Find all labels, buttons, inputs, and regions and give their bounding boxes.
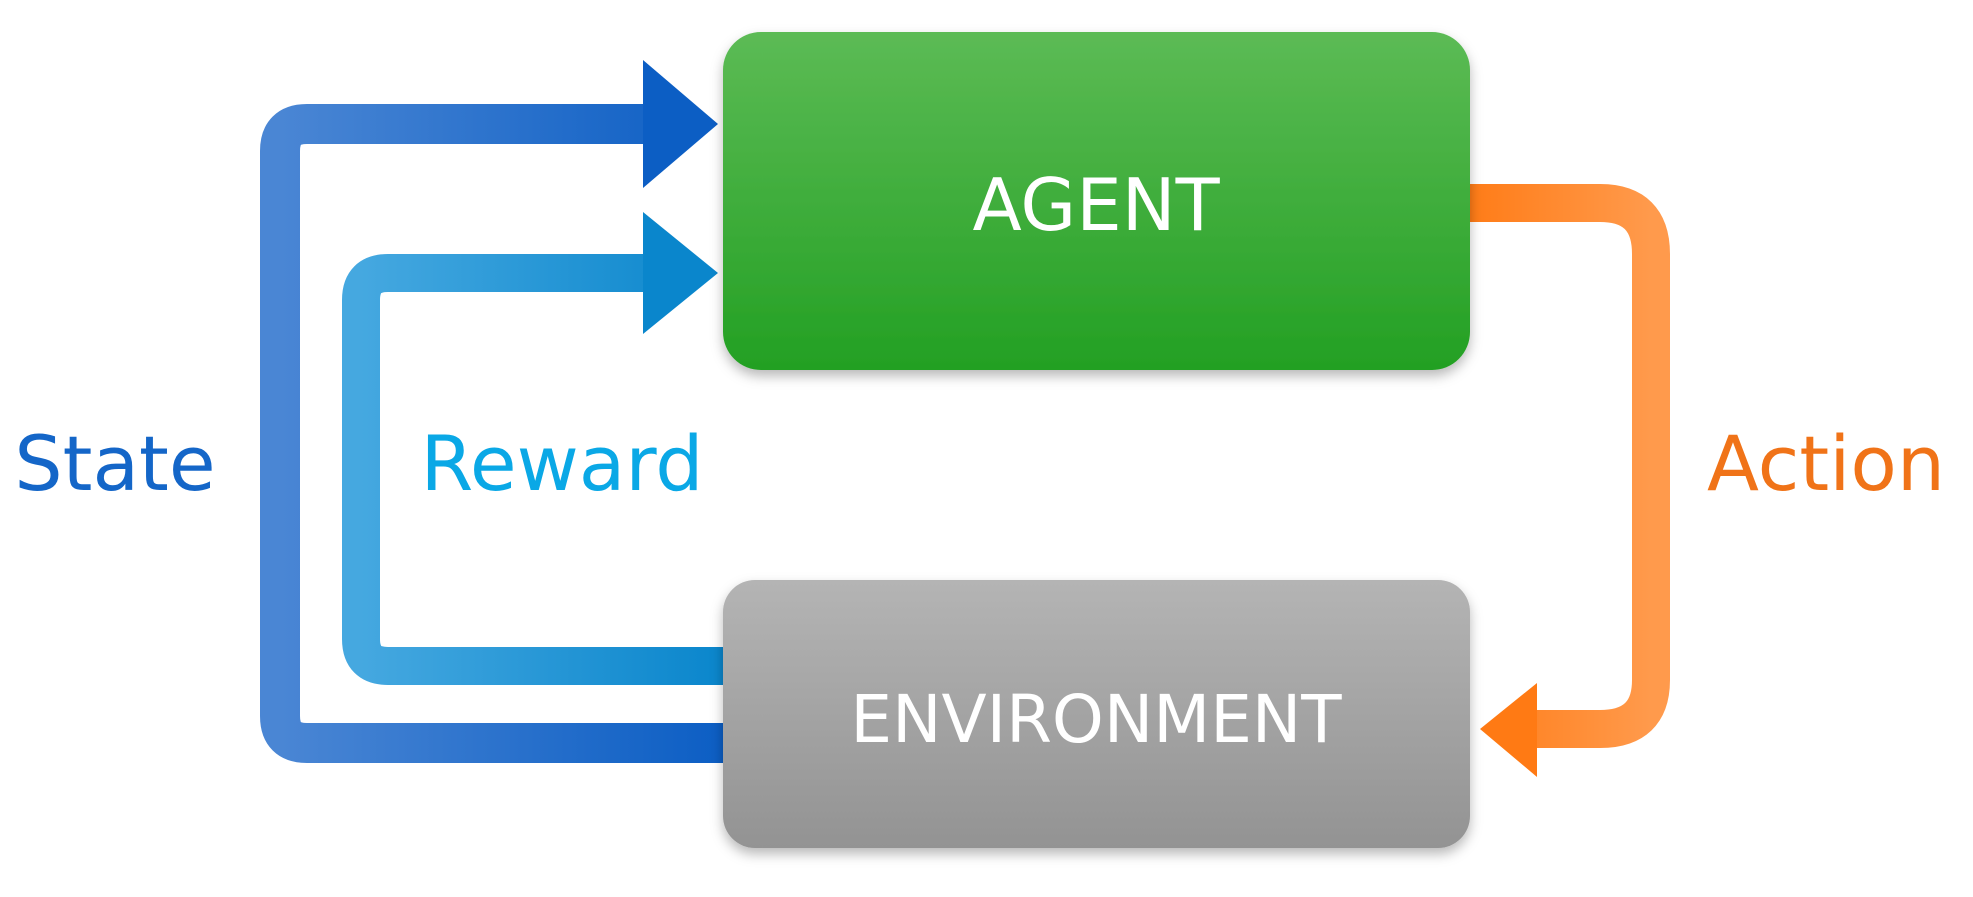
environment-box bbox=[723, 580, 1470, 848]
reward-arrow bbox=[342, 212, 725, 685]
environment-label: ENVIRONMENT bbox=[850, 681, 1342, 758]
state-label: State bbox=[14, 419, 215, 508]
reward-label: Reward bbox=[420, 419, 703, 508]
state-arrow bbox=[260, 60, 725, 763]
action-arrow bbox=[1458, 184, 1670, 777]
agent-label: AGENT bbox=[972, 163, 1220, 247]
action-label: Action bbox=[1707, 419, 1945, 508]
agent-box bbox=[723, 32, 1470, 370]
